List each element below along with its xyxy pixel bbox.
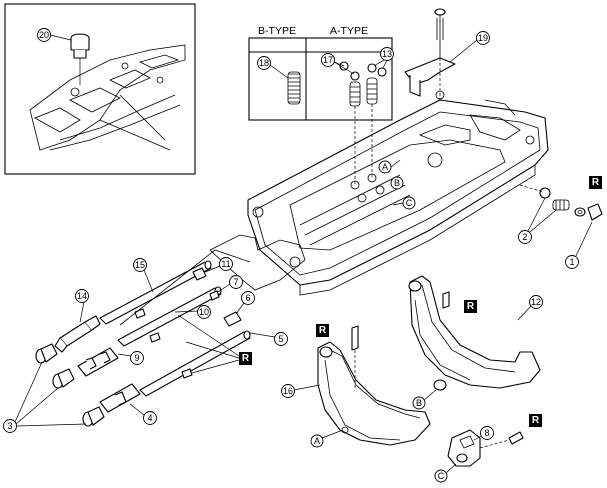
svg-text:B: B — [394, 178, 400, 188]
part-8-clevis — [447, 429, 524, 467]
svg-text:R: R — [592, 177, 600, 188]
svg-text:12: 12 — [531, 297, 541, 307]
callout-14: 14 — [75, 289, 89, 323]
type-legend-box: B-TYPE A-TYPE 18 17 — [248, 25, 393, 121]
callout-3: 3 — [3, 361, 87, 433]
svg-text:10: 10 — [199, 307, 209, 317]
b-type-label: B-TYPE — [258, 25, 296, 37]
callout-11: 11 — [204, 257, 233, 273]
ref-B-body: B — [390, 176, 404, 190]
svg-text:R: R — [467, 301, 475, 312]
callout-5: 5 — [249, 332, 288, 346]
ref-C-body: C — [392, 196, 416, 210]
callout-10: 10 — [174, 305, 211, 319]
svg-text:4: 4 — [147, 413, 152, 423]
replace-mark-1: R — [589, 176, 602, 189]
svg-text:2: 2 — [522, 232, 527, 242]
ref-A-fork: A — [310, 429, 344, 448]
svg-text:R: R — [242, 353, 250, 364]
callout-20: 20 — [37, 28, 72, 42]
svg-text:15: 15 — [135, 260, 145, 270]
svg-text:B: B — [416, 398, 422, 408]
part-18-spring — [287, 71, 301, 105]
ref-C-clevis: C — [434, 463, 457, 483]
part-16-fork — [317, 325, 431, 446]
svg-text:R: R — [532, 415, 540, 426]
part-9-valve — [77, 347, 119, 377]
callout-1: 1 — [565, 221, 593, 269]
svg-text:14: 14 — [77, 291, 87, 301]
roll-pins — [134, 308, 193, 379]
replace-mark-8: R — [529, 414, 542, 427]
part-11-pin — [192, 267, 207, 281]
callout-9: 9 — [117, 351, 144, 365]
callout-7: 7 — [217, 275, 243, 293]
svg-text:8: 8 — [484, 428, 489, 438]
inset-detail-box: 20 — [4, 3, 196, 175]
svg-text:R: R — [319, 325, 327, 336]
valve-body — [247, 90, 549, 296]
part-17-balls — [339, 61, 361, 107]
part-4-valve — [99, 383, 141, 413]
svg-text:7: 7 — [233, 277, 238, 287]
replace-mark-pins: R — [177, 314, 252, 374]
svg-text:16: 16 — [283, 386, 293, 396]
part-12-fork — [408, 275, 541, 391]
ref-B-fork: B — [412, 389, 437, 410]
callout-8: 8 — [473, 426, 494, 441]
callout-12: 12 — [517, 295, 543, 321]
callout-4: 4 — [129, 403, 157, 425]
part-5-rod — [139, 330, 251, 397]
callout-17: 17 — [321, 53, 355, 75]
part-3-plugs — [35, 343, 105, 427]
assembly-guide-line — [119, 249, 251, 326]
part-13-springs — [366, 63, 387, 105]
svg-text:11: 11 — [221, 259, 230, 269]
callout-19: 19 — [449, 31, 490, 63]
replace-mark-16: R — [316, 324, 329, 337]
svg-text:A: A — [382, 162, 388, 172]
replace-mark-12: R — [464, 300, 477, 313]
part-6-sleeve — [223, 311, 242, 327]
svg-text:A: A — [314, 436, 320, 446]
part-1-plug-washer — [574, 203, 603, 221]
part-7-pin — [209, 290, 220, 301]
svg-text:C: C — [406, 198, 413, 208]
part-14-valve — [54, 315, 101, 353]
svg-text:19: 19 — [478, 33, 488, 43]
part-15-rod — [99, 260, 212, 325]
part-19-detent-bracket — [404, 8, 456, 102]
svg-text:20: 20 — [39, 30, 49, 40]
callout-18: 18 — [257, 56, 289, 79]
svg-text:1: 1 — [569, 257, 574, 267]
callout-6: 6 — [235, 291, 255, 315]
callout-13: 13 — [373, 47, 394, 69]
svg-text:9: 9 — [134, 353, 139, 363]
svg-text:5: 5 — [278, 334, 283, 344]
part-20-plug — [70, 33, 90, 85]
callout-15: 15 — [133, 258, 154, 293]
callout-16: 16 — [281, 384, 321, 398]
svg-text:18: 18 — [259, 58, 269, 68]
svg-text:17: 17 — [323, 55, 333, 65]
a-type-label: A-TYPE — [330, 25, 368, 37]
svg-text:13: 13 — [382, 49, 392, 59]
callout-2: 2 — [518, 197, 557, 244]
svg-text:C: C — [438, 471, 445, 481]
valve-body-ports — [209, 234, 306, 291]
ref-A-body: A — [378, 159, 401, 174]
svg-text:6: 6 — [245, 293, 250, 303]
svg-text:3: 3 — [7, 421, 12, 431]
